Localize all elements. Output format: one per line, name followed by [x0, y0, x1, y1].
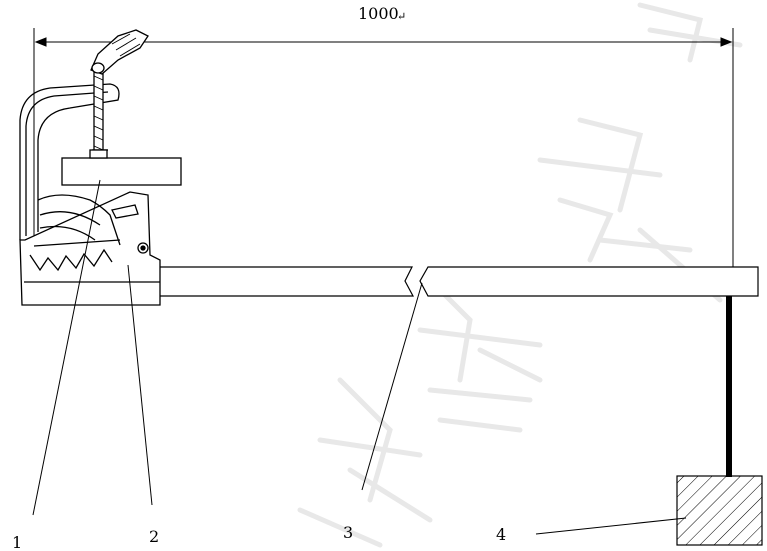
callout-3: 3	[343, 523, 353, 542]
weight-block	[676, 475, 763, 546]
callout-1: 1	[12, 533, 22, 551]
leader-lines	[32, 179, 687, 535]
hanging-wire	[726, 296, 732, 477]
callout-2: 2	[149, 527, 159, 546]
callout-4: 4	[496, 525, 506, 544]
dimension-return-mark: ↵	[397, 10, 406, 23]
rod	[149, 266, 759, 297]
dimension-label: 1000	[358, 4, 399, 23]
clamp-assembly	[19, 29, 182, 306]
watermark	[297, 2, 743, 548]
